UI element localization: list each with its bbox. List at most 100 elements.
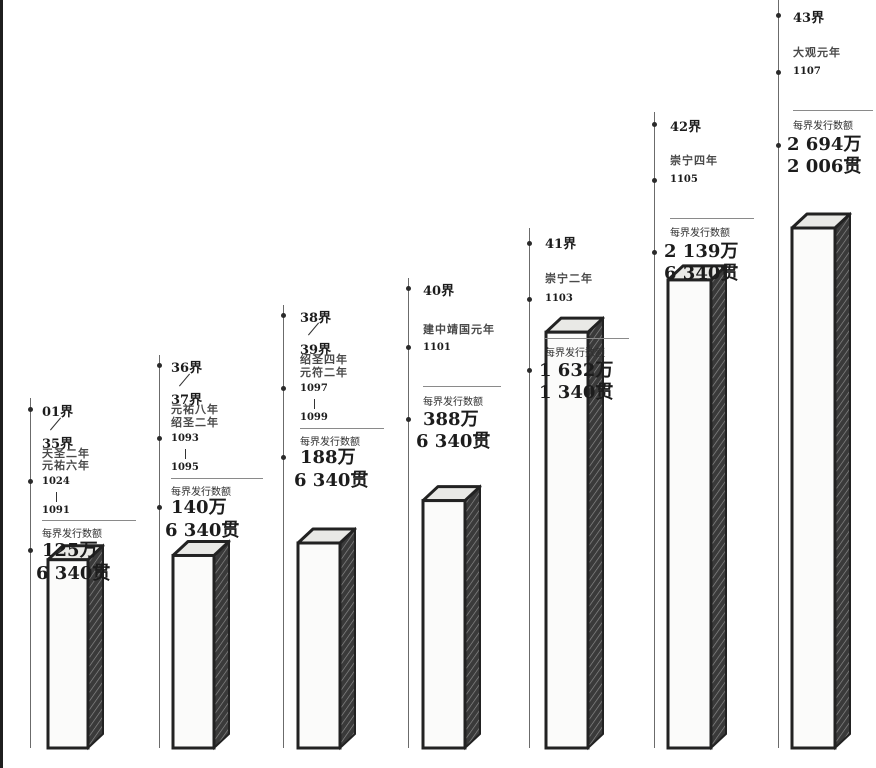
timeline-dot xyxy=(157,363,162,368)
timeline-dot xyxy=(28,479,33,484)
timeline-dot xyxy=(281,313,286,318)
year-label: 1105 xyxy=(670,174,698,185)
amount-line-1: 1 632万 xyxy=(539,360,614,381)
year-label: 1103 xyxy=(545,293,573,304)
amount-label: 每界发行数额 xyxy=(171,487,231,498)
phase-start-label: 38界 xyxy=(300,311,332,326)
amount-line-1: 188万 xyxy=(300,447,356,468)
amount-line-1: 2 139万 xyxy=(664,241,739,262)
divider xyxy=(793,110,873,111)
era-end-line-1: 天圣二年 xyxy=(42,447,90,460)
era-label: 崇宁二年 xyxy=(545,272,593,285)
year-start: 1024 xyxy=(42,476,70,487)
timeline-dot xyxy=(157,505,162,510)
timeline-dot xyxy=(527,297,532,302)
connector-tick xyxy=(185,449,186,459)
amount-line-2: 2 006贯 xyxy=(787,156,862,177)
amount-line-2: 6 340贯 xyxy=(664,263,739,284)
timeline-dot xyxy=(281,386,286,391)
phase-start-label: 36界 xyxy=(171,361,203,376)
year-start: 1093 xyxy=(171,433,199,444)
amount-label: 每界发行数额 xyxy=(545,348,605,359)
timeline-line xyxy=(159,355,160,748)
timeline-dot xyxy=(652,178,657,183)
phase-end-label: 35界 xyxy=(42,437,74,452)
timeline-line xyxy=(283,305,284,748)
year-label: 1107 xyxy=(793,66,821,77)
connector-tick xyxy=(56,492,57,502)
bar xyxy=(790,211,852,751)
timeline-line xyxy=(778,0,779,748)
amount-label: 每界发行数额 xyxy=(300,437,360,448)
timeline-dot xyxy=(157,436,162,441)
divider xyxy=(300,428,384,429)
amount-line-2: 1 340贯 xyxy=(539,382,614,403)
timeline-line xyxy=(529,228,530,748)
bar-side-face xyxy=(339,526,356,751)
phase-end-label: 39界 xyxy=(300,343,332,358)
phase-label: 42界 xyxy=(670,120,702,135)
era-end-line-2: 元符二年 xyxy=(300,366,348,379)
timeline-line xyxy=(30,398,31,748)
amount-line-1: 140万 xyxy=(171,497,227,518)
timeline-dot xyxy=(406,345,411,350)
timeline-line xyxy=(408,278,409,748)
divider xyxy=(545,338,629,339)
timeline-dot xyxy=(28,548,33,553)
year-label: 1101 xyxy=(423,342,451,353)
amount-line-1: 125万 xyxy=(42,540,98,561)
timeline-line xyxy=(654,112,655,748)
timeline-dot xyxy=(652,250,657,255)
timeline-dot xyxy=(527,368,532,373)
timeline-dot xyxy=(527,241,532,246)
left-border xyxy=(0,0,3,768)
bar xyxy=(421,484,482,751)
bar-front-face xyxy=(666,278,713,750)
divider xyxy=(423,386,501,387)
year-start: 1097 xyxy=(300,383,328,394)
era-end-line-1: 绍圣四年 xyxy=(300,353,348,366)
phase-label: 41界 xyxy=(545,237,577,252)
timeline-dot xyxy=(281,455,286,460)
bar-front-face xyxy=(296,541,342,750)
amount-label: 每界发行数额 xyxy=(793,121,853,132)
phase-label: 43界 xyxy=(793,11,825,26)
era-label: 建中靖国元年 xyxy=(423,323,495,336)
amount-line-2: 6 340贯 xyxy=(36,563,111,584)
amount-line-2: 6 340贯 xyxy=(416,431,491,452)
bar xyxy=(666,263,728,751)
amount-line-2: 6 340贯 xyxy=(165,520,240,541)
year-end: 1099 xyxy=(300,412,328,423)
phase-label: 40界 xyxy=(423,284,455,299)
amount-label: 每界发行数额 xyxy=(423,397,483,408)
bar-front-face xyxy=(171,553,216,750)
bar-side-face xyxy=(710,263,727,751)
amount-label: 每界发行数额 xyxy=(42,529,102,540)
timeline-dot xyxy=(28,407,33,412)
timeline-dot xyxy=(776,13,781,18)
amount-label: 每界发行数额 xyxy=(670,228,730,239)
divider xyxy=(42,520,136,521)
bar-front-face xyxy=(421,499,467,750)
timeline-dot xyxy=(776,70,781,75)
bar-side-face xyxy=(834,211,851,751)
bar-front-face xyxy=(544,330,590,750)
bar xyxy=(544,315,605,751)
bar xyxy=(296,526,357,751)
divider xyxy=(171,478,263,479)
era-end-line-2: 元祐六年 xyxy=(42,459,90,472)
amount-line-1: 388万 xyxy=(423,409,479,430)
bar-front-face xyxy=(46,558,90,750)
timeline-dot xyxy=(652,122,657,127)
bar xyxy=(171,539,231,751)
divider xyxy=(670,218,754,219)
era-end-line-1: 元祐八年 xyxy=(171,403,219,416)
year-end: 1091 xyxy=(42,505,70,516)
timeline-dot xyxy=(406,417,411,422)
phase-end-label: 37界 xyxy=(171,393,203,408)
phase-start-label: 01界 xyxy=(42,405,74,420)
timeline-dot xyxy=(406,286,411,291)
year-end: 1095 xyxy=(171,462,199,473)
era-label: 崇宁四年 xyxy=(670,154,718,167)
